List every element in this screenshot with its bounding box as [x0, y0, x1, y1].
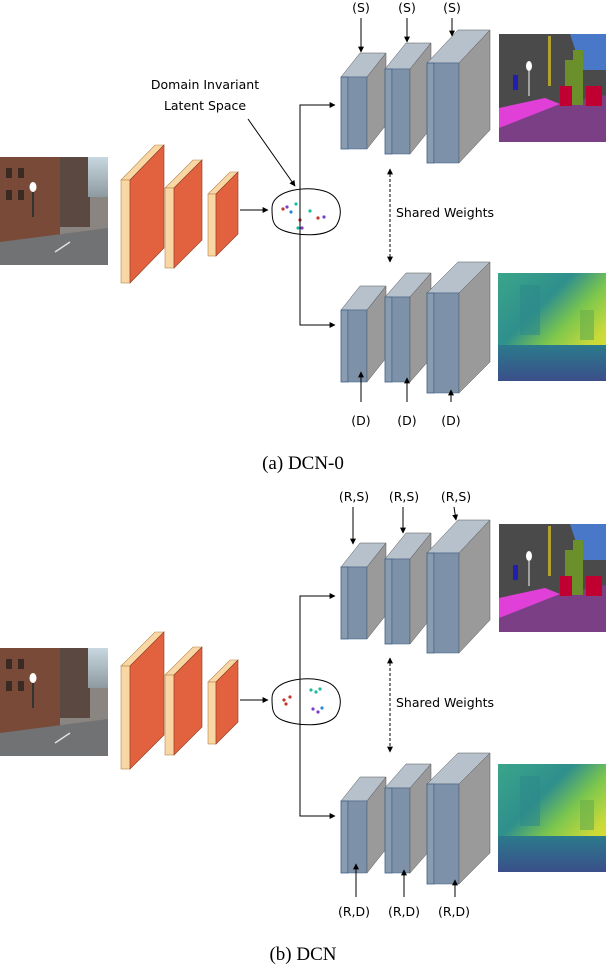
decoder-bottom-stack-3: [426, 261, 491, 394]
decoder-top-stack-3-b: [426, 519, 491, 654]
segmentation-output-image: [499, 34, 606, 142]
latent-space-blob: [271, 188, 341, 236]
latent-annotation-arrow: [247, 118, 296, 187]
decoder-top-stack-2-b: [384, 532, 432, 645]
bottom-tag-1-b: (R,D): [338, 904, 370, 919]
top-tag-3: (S): [443, 0, 461, 15]
top-branch-line-b: [299, 593, 336, 728]
panel-a: Domain Invariant Latent Space (S) (S): [0, 0, 606, 474]
top-tag-2: (S): [398, 0, 416, 15]
bottom-tag-1: (D): [351, 413, 370, 428]
bottom-branch-line: [299, 238, 336, 328]
top-branch-line: [299, 102, 336, 238]
decoder-bottom-stack-1-b: [340, 776, 387, 874]
depth-output-image: [498, 273, 606, 381]
bottom-tag-3-b: (R,D): [438, 904, 470, 919]
encoder-block-3: [207, 171, 239, 257]
encoder-block-1-b: [120, 631, 165, 770]
decoder-top-stack-3: [426, 29, 491, 164]
bottom-tag-2: (D): [397, 413, 416, 428]
decoder-top-stack-2: [384, 42, 432, 155]
caption-a: (a) DCN-0: [262, 453, 344, 474]
decoder-bottom-stack-2-b: [384, 763, 432, 874]
top-tag-arrow-3-b: [452, 506, 459, 521]
top-tag-3-b: (R,S): [441, 489, 471, 504]
input-street-image-b: [0, 648, 108, 756]
encoder-block-2-b: [164, 646, 203, 756]
encoder-block-3-b: [207, 659, 239, 745]
domain-invariant-label: Domain Invariant: [151, 77, 259, 92]
top-tag-1: (S): [352, 0, 370, 15]
bottom-branch-line-b: [299, 728, 336, 819]
decoder-bottom-stack-2: [384, 272, 432, 383]
decoder-bottom-stack-1: [340, 285, 387, 383]
top-tag-1-b: (R,S): [339, 489, 369, 504]
bottom-tag-2-b: (R,D): [388, 904, 420, 919]
shared-weights-label: Shared Weights: [396, 205, 494, 220]
decoder-top-stack-1: [340, 52, 387, 150]
panel-b: (R,S) (R,S) (R,S) Shared Weights: [0, 489, 606, 965]
depth-output-image-b: [498, 764, 606, 872]
bottom-tag-3: (D): [441, 413, 460, 428]
encoder-block-1: [120, 144, 165, 284]
caption-b: (b) DCN: [269, 944, 336, 965]
latent-space-blob-b: [271, 678, 341, 726]
shared-weights-label-b: Shared Weights: [396, 695, 494, 710]
segmentation-output-image-b: [499, 524, 606, 632]
decoder-bottom-stack-3-b: [426, 752, 491, 885]
top-tag-2-b: (R,S): [389, 489, 419, 504]
latent-space-label: Latent Space: [164, 98, 246, 113]
input-street-image: [0, 157, 108, 265]
encoder-block-2: [164, 159, 203, 269]
decoder-top-stack-1-b: [340, 542, 387, 640]
